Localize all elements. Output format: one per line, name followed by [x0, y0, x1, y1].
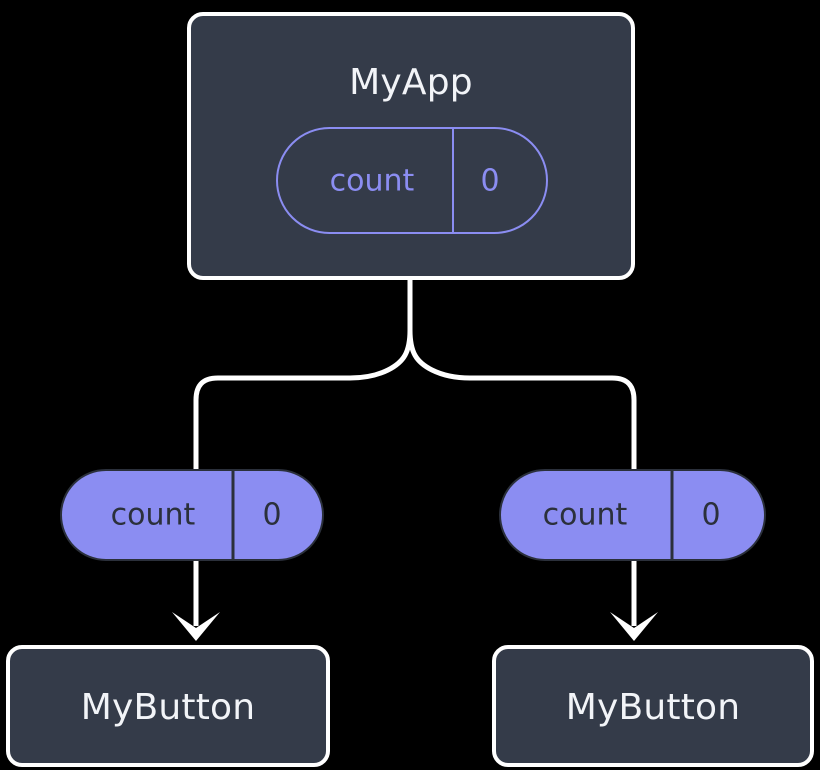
branch-edge-right — [407, 276, 637, 473]
node-mybutton-right-title: MyButton — [566, 687, 741, 728]
node-mybutton-right-box[interactable] — [492, 645, 814, 767]
state-pill-myapp-value: 0 — [480, 164, 499, 199]
prop-pill-right-shape[interactable] — [499, 469, 766, 561]
node-myapp-title: MyApp — [349, 62, 473, 103]
node-myapp[interactable]: MyApp count 0 — [187, 12, 635, 280]
prop-pill-right-count[interactable]: count 0 — [499, 469, 766, 561]
node-mybutton-left[interactable]: MyButton — [6, 645, 330, 767]
node-mybutton-left-box[interactable] — [6, 645, 330, 767]
node-mybutton-left-title: MyButton — [81, 687, 256, 728]
node-myapp-box[interactable] — [187, 12, 635, 280]
prop-pill-right-key: count — [543, 498, 628, 533]
state-pill-myapp-key: count — [330, 164, 415, 199]
arrow-left-pill-to-button — [172, 560, 220, 641]
prop-pill-right-value: 0 — [701, 498, 720, 533]
prop-pill-left-count[interactable]: count 0 — [60, 469, 324, 561]
node-mybutton-right[interactable]: MyButton — [492, 645, 814, 767]
prop-pill-left-key: count — [111, 498, 196, 533]
prop-pill-left-shape[interactable] — [60, 469, 324, 561]
prop-pill-left-value: 0 — [262, 498, 281, 533]
branch-edge-left — [193, 276, 413, 473]
state-pill-myapp-outline[interactable] — [276, 127, 548, 234]
arrow-right-pill-to-button — [610, 560, 658, 641]
state-pill-myapp-count[interactable]: count 0 — [276, 127, 548, 234]
